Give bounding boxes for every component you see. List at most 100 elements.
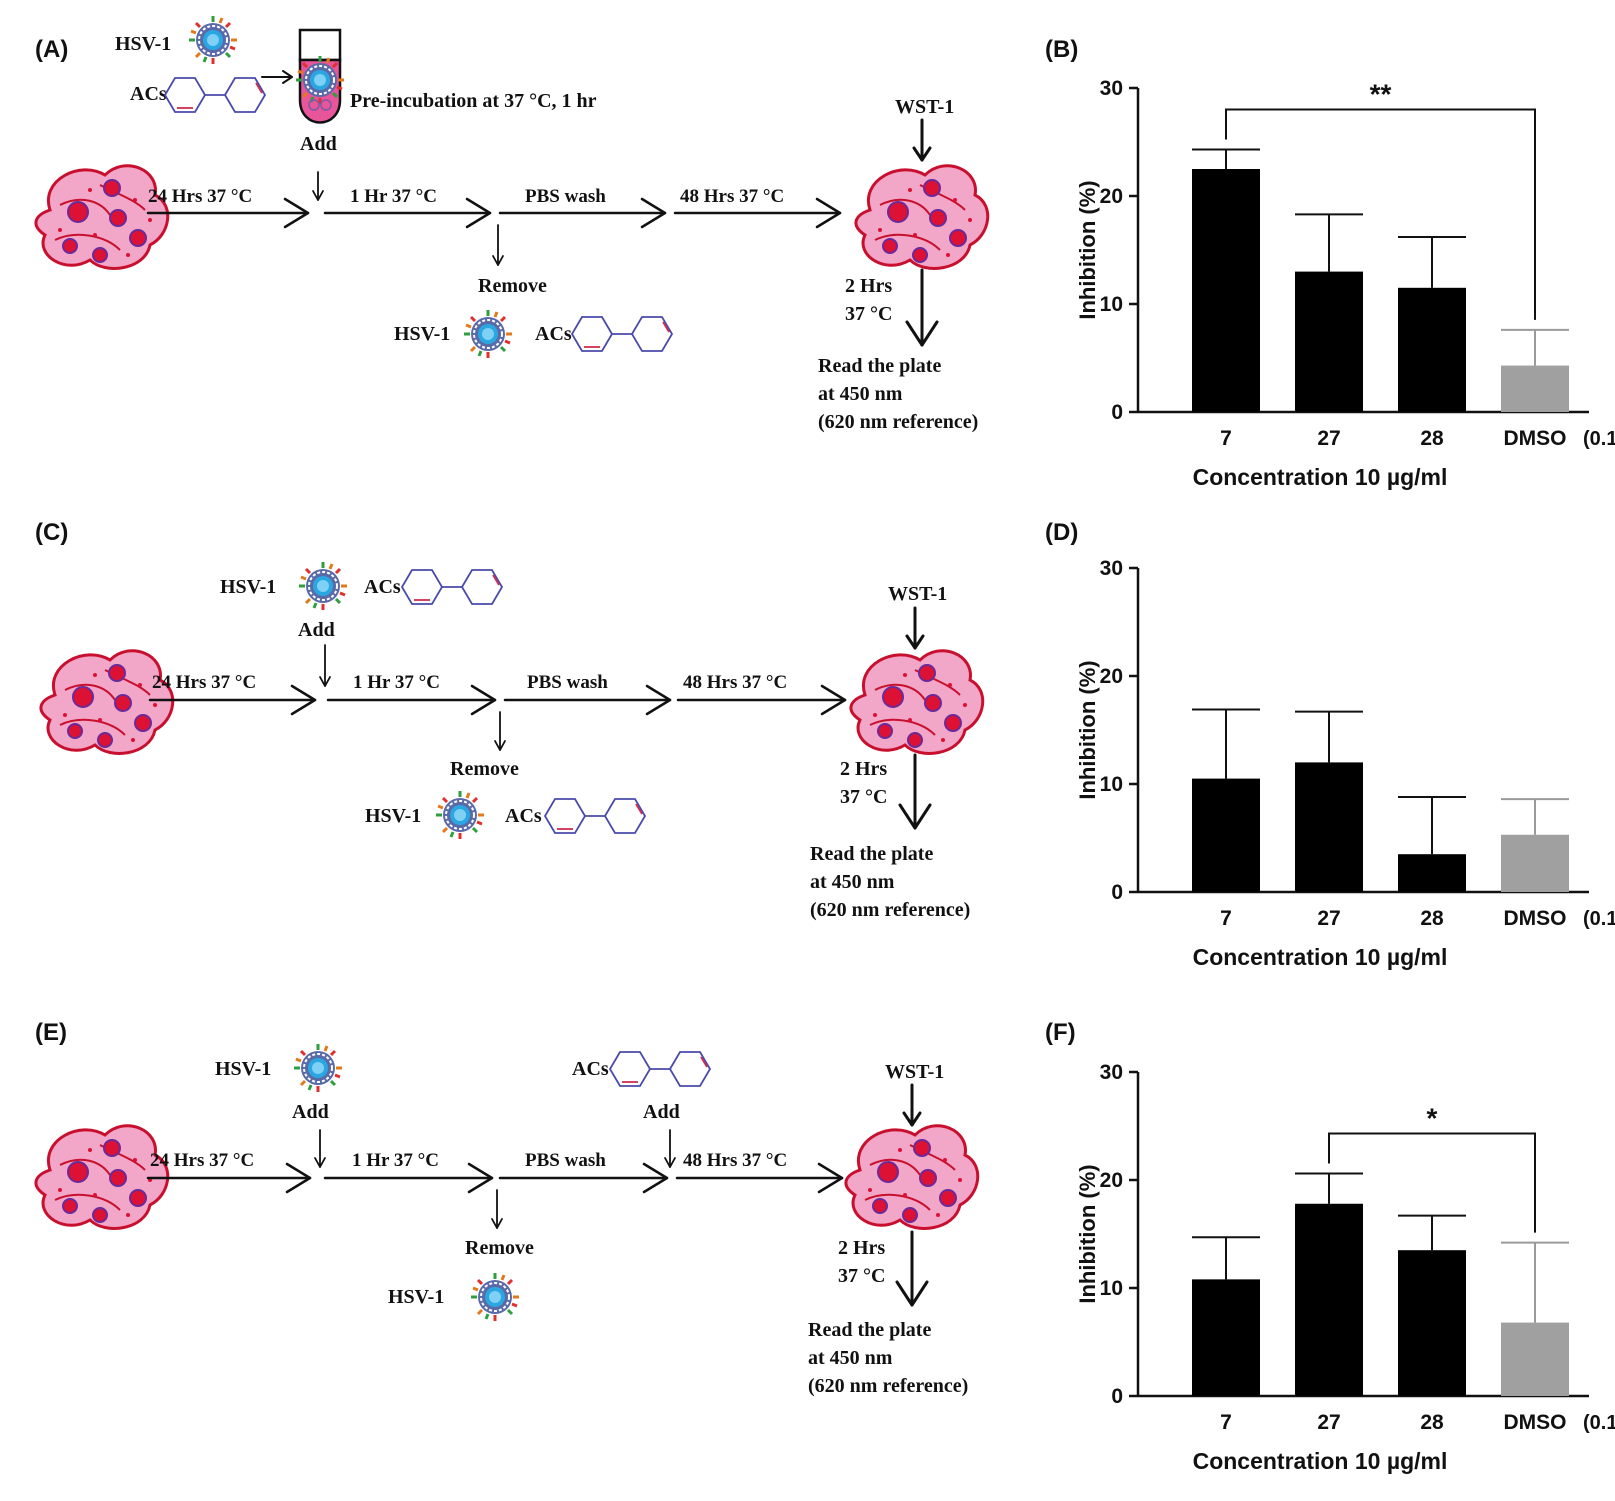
read-line-3: (620 nm reference) <box>818 411 978 433</box>
bar <box>1295 1203 1363 1396</box>
flow-arrows <box>146 118 939 347</box>
x-tick-label: 7 <box>1220 907 1232 930</box>
step-1h: 1 Hr 37 °C <box>352 1150 439 1171</box>
x-tick-label: 28 <box>1420 907 1444 930</box>
chart-panel-label: (B) <box>1045 36 1078 63</box>
remove-label: Remove <box>450 758 519 780</box>
wst-label: WST-1 <box>885 1061 944 1083</box>
y-tick-label: 0 <box>1111 881 1123 904</box>
step-48h: 48 Hrs 37 °C <box>683 1150 787 1171</box>
bar <box>1501 365 1569 412</box>
chart-panel-label: (F) <box>1045 1019 1076 1046</box>
tube-icon <box>294 28 346 124</box>
remove-compound-label: ACs <box>505 805 542 827</box>
step-1h: 1 Hr 37 °C <box>350 186 437 207</box>
bar <box>1295 271 1363 412</box>
read-line-3: (620 nm reference) <box>810 899 970 921</box>
y-tick-label: 10 <box>1100 293 1123 316</box>
panel-e-virus-label: HSV-1 <box>215 1058 271 1080</box>
x-axis-label: Concentration 10 µg/ml <box>1193 464 1448 490</box>
cells-icon <box>34 164 170 270</box>
y-tick-label: 0 <box>1111 1385 1123 1408</box>
panel-c-diagram: (C) HSV-1 ACs Add 24 Hrs 37 °C 1 Hr 37 °… <box>35 519 985 921</box>
x-tick-label: 27 <box>1317 907 1340 930</box>
read-line-2: at 450 nm <box>818 383 903 405</box>
y-tick-label: 30 <box>1100 1061 1123 1084</box>
x-tick-label: DMSO <box>1504 1411 1567 1434</box>
step-pbs: PBS wash <box>525 1150 606 1171</box>
bar <box>1501 834 1569 892</box>
significance-label: ** <box>1370 79 1392 110</box>
x-tick-label: DMSO <box>1504 907 1567 930</box>
step-48h: 48 Hrs 37 °C <box>680 186 784 207</box>
incubation-temp: 37 °C <box>840 786 887 808</box>
add-compound-label: Add <box>643 1101 680 1123</box>
remove-label: Remove <box>478 275 547 297</box>
bar <box>1192 1279 1260 1396</box>
y-tick-label: 30 <box>1100 77 1123 100</box>
step-24h: 24 Hrs 37 °C <box>150 1150 254 1171</box>
chart-panel-label: (D) <box>1045 519 1078 546</box>
cells-icon <box>844 1124 980 1230</box>
virus-icon <box>292 1042 344 1094</box>
bar <box>1398 287 1466 412</box>
step-pbs: PBS wash <box>527 672 608 693</box>
read-line-1: Read the plate <box>808 1319 931 1341</box>
x-axis-label: Concentration 10 µg/ml <box>1193 1448 1448 1474</box>
panel-a-diagram: (A) HSV-1 ACs Pre-incubation at 37 °C, 1… <box>34 14 990 433</box>
bar <box>1192 169 1260 412</box>
incubation-time: 2 Hrs <box>845 275 892 297</box>
x-category-note: (0.1% v/v) <box>1583 1412 1615 1434</box>
step-24h: 24 Hrs 37 °C <box>148 186 252 207</box>
x-category-note: (0.1% v/v) <box>1583 908 1615 930</box>
x-tick-label: 7 <box>1220 427 1232 450</box>
cells-icon <box>849 649 985 755</box>
bar <box>1398 854 1466 892</box>
remove-virus-label: HSV-1 <box>394 323 450 345</box>
biphenyl-icon <box>401 569 503 605</box>
virus-icon <box>297 560 349 612</box>
cells-icon <box>854 164 990 270</box>
read-line-1: Read the plate <box>810 843 933 865</box>
x-tick-label: 28 <box>1420 427 1444 450</box>
step-24h: 24 Hrs 37 °C <box>152 672 256 693</box>
x-tick-label: 28 <box>1420 1411 1444 1434</box>
virus-icon <box>187 14 239 66</box>
read-line-1: Read the plate <box>818 355 941 377</box>
incubation-temp: 37 °C <box>838 1265 885 1287</box>
incubation-time: 2 Hrs <box>840 758 887 780</box>
y-tick-label: 0 <box>1111 401 1123 424</box>
wst-label: WST-1 <box>895 96 954 118</box>
panel-a-virus-label: HSV-1 <box>115 33 171 55</box>
x-tick-label: 7 <box>1220 1411 1232 1434</box>
preincubation-label: Pre-incubation at 37 °C, 1 hr <box>350 90 597 112</box>
panel-a-compound-label: ACs <box>130 83 167 105</box>
cells-icon <box>39 649 175 755</box>
read-line-3: (620 nm reference) <box>808 1375 968 1397</box>
virus-icon <box>469 1271 521 1323</box>
flow-arrows <box>148 606 932 830</box>
bar <box>1398 1250 1466 1396</box>
significance-label: * <box>1427 1103 1438 1134</box>
bar <box>1192 778 1260 892</box>
virus-icon <box>434 789 486 841</box>
remove-virus-label: HSV-1 <box>388 1286 444 1308</box>
y-axis-label: Inhibition (%) <box>1075 180 1100 319</box>
biphenyl-icon <box>571 316 673 352</box>
step-1h: 1 Hr 37 °C <box>353 672 440 693</box>
significance-bracket <box>1328 1132 1536 1233</box>
bar <box>1295 762 1363 892</box>
tube-arrow <box>261 70 293 84</box>
remove-compound-label: ACs <box>535 323 572 345</box>
panel-e-diagram: (E) HSV-1 Add ACs Add 24 Hrs 37 °C 1 Hr … <box>34 1019 980 1397</box>
add-label: Add <box>300 133 337 155</box>
read-line-2: at 450 nm <box>810 871 895 893</box>
y-tick-label: 10 <box>1100 773 1123 796</box>
x-tick-label: 27 <box>1317 1411 1340 1434</box>
y-axis-label: Inhibition (%) <box>1075 1164 1100 1303</box>
panel-e-compound-label: ACs <box>572 1058 609 1080</box>
